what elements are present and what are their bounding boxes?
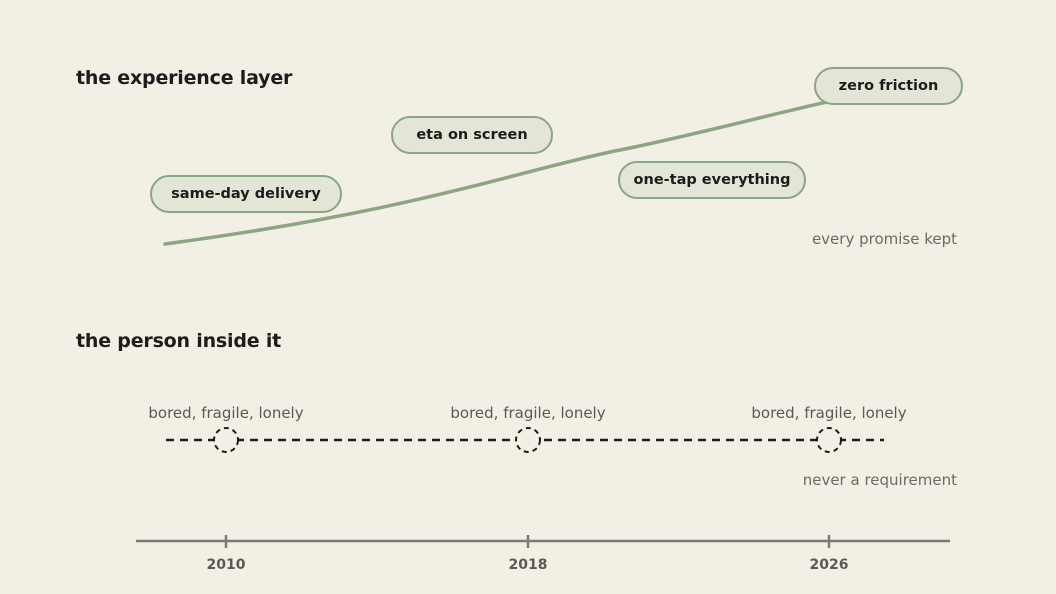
experience-curve <box>163 88 892 246</box>
person-marker-2026 <box>816 427 842 453</box>
person-state-2010: bored, fragile, lonely <box>148 404 304 422</box>
person-state-2018: bored, fragile, lonely <box>450 404 606 422</box>
person-marker-2010 <box>213 427 239 453</box>
person-marker-2018 <box>515 427 541 453</box>
pill-zero-friction: zero friction <box>814 67 963 105</box>
year-label-2018: 2018 <box>508 557 548 573</box>
year-label-2026: 2026 <box>809 557 849 573</box>
pill-eta-on-screen: eta on screen <box>391 116 553 154</box>
pill-one-tap-everything: one-tap everything <box>618 161 806 199</box>
person-state-2026: bored, fragile, lonely <box>751 404 907 422</box>
experience-note: every promise kept <box>811 230 957 248</box>
person-heading: the person inside it <box>76 330 282 352</box>
year-label-2010: 2010 <box>206 557 246 573</box>
person-note: never a requirement <box>802 471 957 489</box>
pill-same-day-delivery: same-day delivery <box>150 175 342 213</box>
experience-heading: the experience layer <box>76 67 293 89</box>
